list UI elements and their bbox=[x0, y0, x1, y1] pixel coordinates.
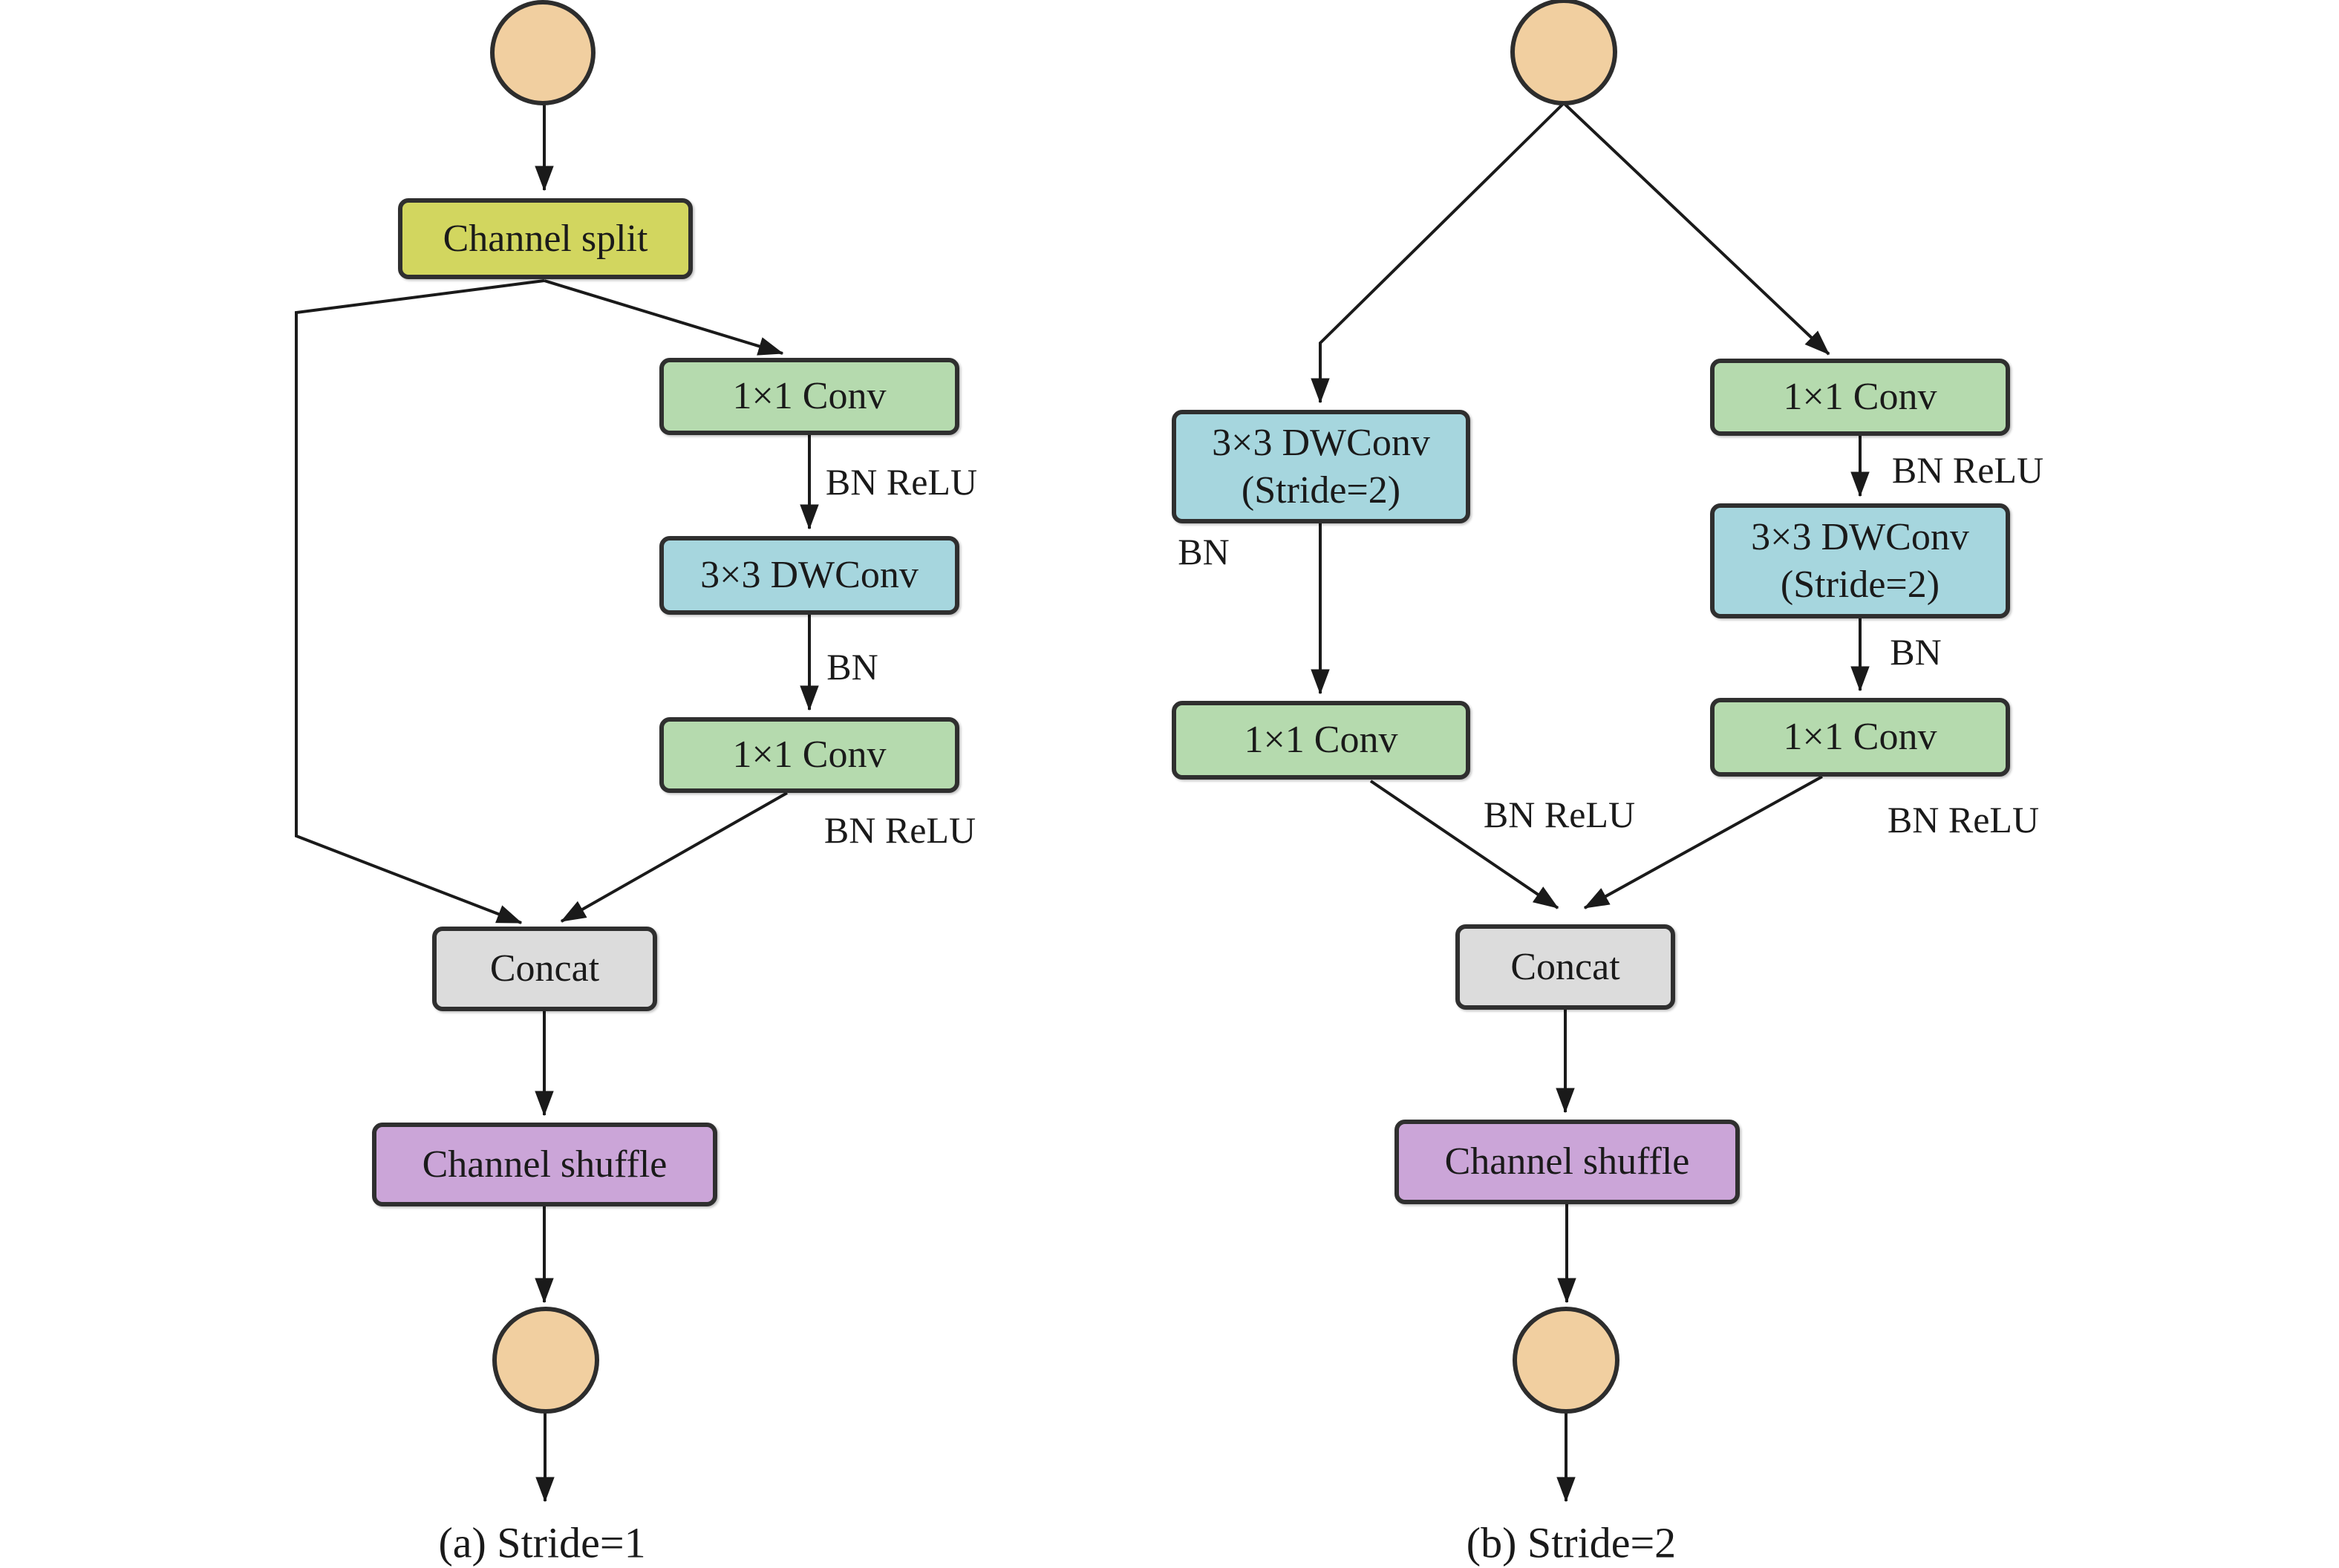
node-b-dwconv-left-line2: (Stride=2) bbox=[1241, 468, 1401, 512]
node-b-channel-shuffle-label: Channel shuffle bbox=[1444, 1140, 1690, 1183]
caption-b: (b) Stride=2 bbox=[1466, 1518, 1677, 1567]
node-a-concat: Concat bbox=[432, 927, 657, 1011]
edge-label-a-bn: BN bbox=[826, 646, 878, 687]
node-b-channel-shuffle: Channel shuffle bbox=[1394, 1120, 1740, 1204]
feature-map-output-a-circle bbox=[492, 1307, 599, 1414]
node-b-dwconv-left: 3×3 DWConv (Stride=2) bbox=[1172, 410, 1470, 523]
node-a-channel-split: Channel split bbox=[398, 198, 693, 279]
node-a-concat-label: Concat bbox=[489, 947, 600, 990]
edge-label-b-bn-relu-right-bottom: BN ReLU bbox=[1887, 799, 2040, 840]
node-b-conv-right-top: 1×1 Conv bbox=[1710, 359, 2010, 436]
node-b-dwconv-right-line2: (Stride=2) bbox=[1780, 563, 1940, 606]
edge-label-b-bn-right: BN bbox=[1890, 631, 1942, 673]
edge-b-input-to-left-branch bbox=[1311, 102, 1565, 404]
caption-a: (a) Stride=1 bbox=[438, 1518, 646, 1567]
node-a-conv1-label: 1×1 Conv bbox=[732, 375, 887, 418]
node-b-dwconv-right: 3×3 DWConv (Stride=2) bbox=[1710, 503, 2010, 618]
edge-a-conv2-to-concat bbox=[560, 791, 788, 923]
node-b-conv-right-bottom-label: 1×1 Conv bbox=[1783, 716, 1937, 759]
node-a-conv1: 1×1 Conv bbox=[659, 358, 959, 435]
edge-label-b-bn-left: BN bbox=[1178, 531, 1230, 572]
node-b-conv-left-label: 1×1 Conv bbox=[1244, 719, 1398, 762]
node-a-channel-shuffle-label: Channel shuffle bbox=[422, 1143, 668, 1186]
node-a-dwconv-label: 3×3 DWConv bbox=[700, 554, 919, 597]
edge-label-a-bn-relu-1: BN ReLU bbox=[825, 461, 978, 503]
node-b-conv-right-bottom: 1×1 Conv bbox=[1710, 698, 2010, 777]
edge-b-input-to-right-branch bbox=[1562, 102, 1830, 356]
node-a-channel-shuffle: Channel shuffle bbox=[372, 1123, 717, 1206]
node-b-concat: Concat bbox=[1455, 924, 1675, 1010]
node-b-conv-right-top-label: 1×1 Conv bbox=[1783, 376, 1937, 419]
node-a-dwconv: 3×3 DWConv bbox=[659, 536, 959, 615]
feature-map-input-a-circle bbox=[490, 0, 596, 105]
node-b-dwconv-left-line1: 3×3 DWConv bbox=[1212, 422, 1430, 465]
node-a-channel-split-label: Channel split bbox=[443, 217, 648, 260]
feature-map-output-b-circle bbox=[1513, 1307, 1619, 1414]
node-b-dwconv-right-line1: 3×3 DWConv bbox=[1751, 516, 1969, 559]
node-b-conv-left: 1×1 Conv bbox=[1172, 701, 1470, 780]
node-a-conv2-label: 1×1 Conv bbox=[732, 734, 887, 777]
feature-map-input-b-circle bbox=[1510, 0, 1617, 105]
edge-b-conv-right2-to-concat bbox=[1583, 775, 1823, 909]
edge-label-a-bn-relu-2: BN ReLU bbox=[823, 809, 976, 851]
edge-a-split-to-conv1 bbox=[544, 279, 784, 356]
node-b-concat-label: Concat bbox=[1510, 945, 1620, 988]
edge-a-shortcut-to-concat bbox=[295, 279, 545, 924]
edge-b-conv-left-to-concat bbox=[1369, 780, 1559, 909]
edge-label-b-bn-relu-left: BN ReLU bbox=[1483, 794, 1636, 835]
node-a-conv2: 1×1 Conv bbox=[659, 717, 959, 793]
edge-label-b-bn-relu-right-top: BN ReLU bbox=[1891, 449, 2044, 491]
